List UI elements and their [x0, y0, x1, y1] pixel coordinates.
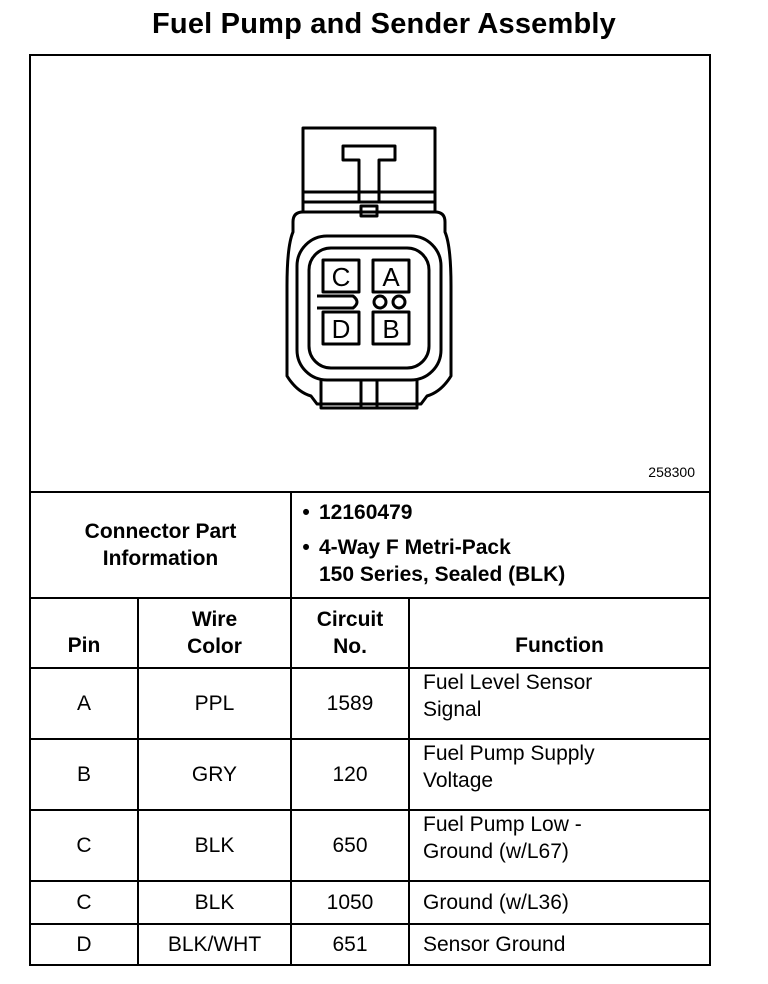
header-wire-color-line2: Color — [187, 635, 242, 658]
table-row-pin: B — [76, 763, 91, 786]
pin-label-b: B — [382, 314, 399, 344]
divider — [31, 491, 709, 493]
function-line2: Signal — [423, 698, 482, 721]
connector-info-values: • 12160479 • 4-Way F Metri-Pack 150 Seri… — [293, 499, 703, 596]
table-row-circuit: 120 — [332, 763, 368, 786]
connector-face-drawing: C A D B — [285, 126, 453, 410]
part-number: 12160479 — [319, 501, 413, 524]
table-row-pin: C — [76, 834, 92, 857]
connector-type-line1: 4-Way F Metri-Pack — [319, 536, 511, 559]
table-row-circuit: 651 — [332, 933, 368, 956]
table-row-function: Ground (w/L36) — [423, 891, 569, 914]
table-row-pin: A — [76, 692, 91, 715]
connector-info-label: Connector Part Information — [31, 493, 290, 597]
divider — [408, 597, 410, 966]
table-row-color: PPL — [194, 692, 235, 715]
header-function: Function — [515, 634, 604, 657]
function-line1: Fuel Pump Low - — [423, 813, 582, 836]
table-row-pin: C — [76, 891, 92, 914]
connector-diagram: C A D B 258300 — [31, 56, 709, 493]
figure-number: 258300 — [648, 464, 695, 480]
table-row-function: Fuel Level Sensor Signal — [410, 669, 709, 738]
header-pin: Pin — [67, 634, 101, 657]
table-row-pin: D — [76, 933, 92, 956]
function-line1: Fuel Pump Supply — [423, 742, 595, 765]
divider — [31, 738, 709, 740]
table-row-function: Sensor Ground — [423, 933, 566, 956]
header-circuit-line2: No. — [333, 635, 367, 658]
table-row-color: GRY — [191, 763, 238, 786]
table-row-color: BLK — [194, 891, 235, 914]
connector-type-item: • 4-Way F Metri-Pack 150 Series, Sealed … — [302, 536, 566, 586]
pin-label-d: D — [332, 314, 351, 344]
table-row-color: BLK/WHT — [167, 933, 262, 956]
pin-label-c: C — [332, 262, 351, 292]
connector-frame: C A D B 258300 Connector Part Informatio… — [29, 54, 711, 966]
divider — [290, 491, 292, 599]
table-row-circuit: 1050 — [326, 891, 374, 914]
function-line2: Voltage — [423, 769, 494, 792]
table-row-function: Fuel Pump Low - Ground (w/L67) — [410, 811, 709, 880]
connector-info-label-line2: Information — [102, 547, 219, 570]
connector-type-line2: 150 Series, Sealed (BLK) — [319, 563, 566, 586]
divider — [137, 597, 139, 966]
divider — [31, 809, 709, 811]
table-row-circuit: 1589 — [326, 692, 374, 715]
divider — [31, 923, 709, 925]
part-number-item: • 12160479 — [302, 501, 413, 524]
header-wire-color: Wire Color — [139, 599, 290, 667]
header-circuit: Circuit No. — [292, 599, 408, 667]
table-row-circuit: 650 — [332, 834, 368, 857]
table-row-function: Fuel Pump Supply Voltage — [410, 740, 709, 809]
divider — [31, 880, 709, 882]
header-wire-color-line1: Wire — [191, 608, 238, 631]
function-line1: Fuel Level Sensor — [423, 671, 593, 694]
table-row-color: BLK — [194, 834, 235, 857]
function-line2: Ground (w/L67) — [423, 840, 569, 863]
connector-info-label-line1: Connector Part — [84, 520, 237, 543]
header-circuit-line1: Circuit — [316, 608, 384, 631]
divider — [31, 597, 709, 599]
pin-label-a: A — [382, 262, 400, 292]
divider — [31, 667, 709, 669]
page-title: Fuel Pump and Sender Assembly — [151, 8, 616, 40]
divider — [290, 597, 292, 966]
